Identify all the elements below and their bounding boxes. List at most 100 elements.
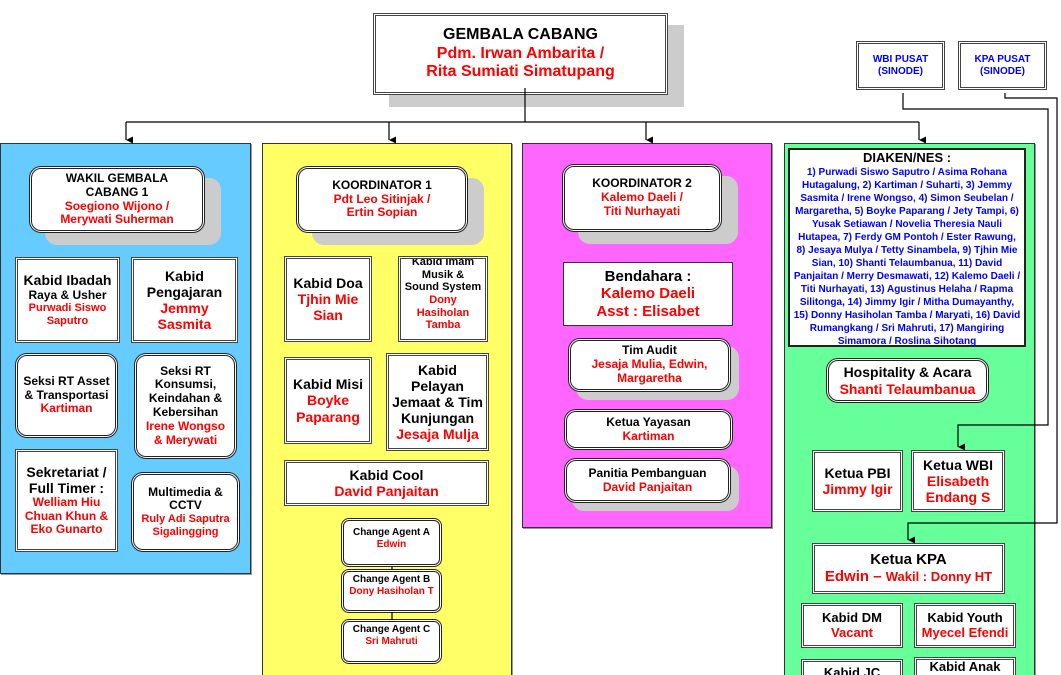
ketua-kpa-wakil: Wakil : Donny HT — [885, 568, 993, 584]
koordinator-1-name-2: Ertin Sopian — [346, 205, 418, 220]
kabid-imam-musik-title-1: Kabid Imam — [411, 256, 475, 268]
ketua-pbi-box: Ketua PBI Jimmy Igir — [812, 450, 903, 512]
bendahara-name-2: Asst : Elisabet — [596, 302, 700, 320]
change-agent-a-box: Change Agent A Edwin — [341, 518, 442, 567]
kabid-pelayan-name: Jesaja Mulja — [396, 426, 479, 443]
kabid-youth-name: Myecel Efendi — [921, 624, 1009, 640]
sekretariat-name-2: Chuan Khun & — [24, 508, 109, 523]
ketua-yayasan-title: Ketua Yayasan — [606, 414, 691, 429]
kabid-imam-musik-name-3: Tamba — [425, 319, 461, 332]
koordinator-1-name-1: Pdt Leo Sitinjak / — [333, 191, 431, 206]
kabid-pengajaran-box: Kabid Pengajaran Jemmy Sasmita — [131, 257, 238, 343]
seksi-rt-konsumsi-name-2: & Merywati — [153, 432, 218, 447]
kabid-imam-musik-box: Kabid Imam Musik & Sound System Dony Has… — [398, 256, 488, 342]
gembala-cabang-box: GEMBALA CABANG Pdm. Irwan Ambarita / Rit… — [373, 13, 668, 95]
kabid-pelayan-title-4: Kunjungan — [400, 410, 475, 427]
ketua-wbi-name-1: Elisabeth — [926, 472, 990, 489]
multimedia-box: Multimedia & CCTV Ruly Adi Saputra Sigal… — [131, 472, 240, 552]
kabid-jc-title: Kabid JC — [823, 665, 881, 675]
wakil-gembala-name-1: Soegiono Wijono / — [64, 198, 170, 213]
wakil-gembala-title-2: CABANG 1 — [85, 184, 149, 199]
kabid-cool-name: David Panjaitan — [334, 483, 439, 499]
kabid-ibadah-title-2: Raya & Usher — [28, 287, 107, 302]
kabid-imam-musik-name-1: Dony — [429, 293, 457, 306]
kabid-imam-musik-title-2: Musik & — [421, 268, 465, 281]
kabid-imam-musik-title-3: Sound System — [404, 281, 482, 294]
panitia-pembangunan-name: David Panjaitan — [602, 479, 693, 494]
hospitality-name: Shanti Telaumbanua — [839, 380, 976, 397]
kabid-anak-title: Kabid Anak — [929, 659, 1001, 674]
change-agent-c-box: Change Agent C Sri Mahruti — [341, 619, 442, 664]
kabid-youth-box: Kabid Youth Myecel Efendi — [914, 603, 1016, 648]
seksi-rt-asset-title-1: Seksi RT Asset — [23, 373, 110, 388]
kabid-ibadah-title-1: Kabid Ibadah — [23, 272, 112, 289]
kabid-jc-box: Kabid JC — [801, 659, 903, 675]
kabid-ibadah-box: Kabid Ibadah Raya & Usher Purwadi Siswo … — [15, 257, 120, 343]
gembala-cabang-name-1: Pdm. Irwan Ambarita / — [436, 44, 605, 62]
kabid-doa-name-2: Sian — [313, 307, 343, 324]
wakil-gembala-title-1: WAKIL GEMBALA — [65, 170, 169, 185]
koordinator-2-name-2: Titi Nurhayati — [603, 203, 681, 218]
ketua-kpa-box: Ketua KPA Edwin – Wakil : Donny HT — [812, 543, 1005, 594]
ketua-pbi-title: Ketua PBI — [824, 464, 891, 481]
hospitality-box: Hospitality & Acara Shanti Telaumbanua — [826, 358, 989, 403]
kabid-misi-box: Kabid Misi Boyke Paparang — [284, 357, 372, 444]
ketua-wbi-box: Ketua WBI Elisabeth Endang S — [911, 450, 1005, 512]
kabid-dm-box: Kabid DM Vacant — [801, 603, 903, 648]
seksi-rt-konsumsi-title-1: Seksi RT — [160, 363, 211, 378]
tim-audit-name-2: Margaretha — [617, 370, 682, 385]
kabid-misi-name-2: Paparang — [296, 408, 360, 425]
wbi-pusat-line1: WBI PUSAT — [872, 54, 929, 65]
tim-audit-box: Tim Audit Jesaja Mulia, Edwin, Margareth… — [568, 338, 731, 392]
change-agent-c-name: Sri Mahruti — [365, 635, 418, 647]
koordinator-1-box: KOORDINATOR 1 Pdt Leo Sitinjak / Ertin S… — [296, 166, 468, 233]
ketua-kpa-title: Ketua KPA — [870, 550, 947, 568]
ketua-yayasan-name: Kartiman — [622, 428, 675, 443]
kabid-youth-title: Kabid Youth — [927, 609, 1003, 625]
kabid-pengajaran-title-1: Kabid — [165, 267, 204, 284]
change-agent-b-box: Change Agent B Dony Hasiholan T — [341, 569, 442, 613]
koordinator-2-box: KOORDINATOR 2 Kalemo Daeli / Titi Nurhay… — [562, 164, 722, 232]
kpa-pusat-line2: (SINODE) — [980, 65, 1025, 77]
multimedia-title-1: Multimedia & — [148, 484, 223, 499]
kabid-cool-box: Kabid Cool David Panjaitan — [284, 460, 489, 506]
seksi-rt-konsumsi-title-4: Kebersihan — [152, 405, 219, 419]
kabid-doa-title: Kabid Doa — [293, 274, 363, 291]
sekretariat-title-1: Sekretariat / — [26, 463, 107, 480]
sekretariat-name-3: Eko Gunarto — [30, 522, 103, 537]
kabid-pelayan-title-2: Pelayan — [411, 377, 464, 394]
seksi-rt-konsumsi-box: Seksi RT Konsumsi, Keindahan & Kebersiha… — [134, 353, 237, 459]
kabid-doa-name-1: Tjhin Mie — [297, 290, 359, 307]
multimedia-name-2: Sigalingging — [152, 525, 219, 538]
change-agent-b-title: Change Agent B — [352, 574, 431, 585]
kabid-pelayan-box: Kabid Pelayan Jemaat & Tim Kunjungan Jes… — [386, 353, 489, 451]
change-agent-b-name: Dony Hasiholan T — [349, 585, 434, 597]
hospitality-title: Hospitality & Acara — [843, 364, 972, 381]
change-agent-c-title: Change Agent C — [352, 624, 431, 635]
seksi-rt-asset-title-2: & Transportasi — [24, 387, 109, 402]
kabid-pengajaran-title-2: Pengajaran — [146, 283, 223, 300]
seksi-rt-konsumsi-title-2: Konsumsi, — [154, 377, 217, 392]
wbi-pusat-line2: (SINODE) — [878, 65, 923, 77]
diaken-box: DIAKEN/NES : 1) Purwadi Siswo Saputro / … — [788, 148, 1026, 347]
wakil-gembala-name-2: Merywati Suherman — [60, 212, 174, 227]
wakil-gembala-box: WAKIL GEMBALA CABANG 1 Soegiono Wijono /… — [29, 166, 205, 233]
ketua-yayasan-box: Ketua Yayasan Kartiman — [564, 409, 733, 450]
kabid-ibadah-name-2: Saputro — [46, 314, 89, 327]
kabid-pengajaran-name-2: Sasmita — [157, 316, 212, 333]
kabid-pelayan-title-1: Kabid — [418, 361, 457, 378]
kabid-doa-box: Kabid Doa Tjhin Mie Sian — [284, 256, 372, 342]
ketua-wbi-name-2: Endang S — [925, 489, 991, 506]
bendahara-name-1: Kalemo Daeli — [600, 285, 696, 303]
kabid-anak-box: Kabid Anak — [914, 657, 1016, 675]
tim-audit-title: Tim Audit — [622, 343, 677, 358]
ketua-kpa-name: Edwin – — [824, 567, 886, 585]
gembala-cabang-title: GEMBALA CABANG — [443, 26, 598, 44]
change-agent-a-title: Change Agent A — [352, 527, 431, 538]
kpa-pusat-line1: KPA PUSAT — [974, 54, 1031, 65]
tim-audit-name-1: Jesaja Mulia, Edwin, — [591, 357, 708, 372]
koordinator-1-title: KOORDINATOR 1 — [332, 177, 432, 192]
kabid-pelayan-title-3: Jemaat & Tim — [392, 393, 483, 410]
sekretariat-name-1: Welliam Hiu — [32, 494, 101, 509]
kabid-dm-name: Vacant — [831, 624, 873, 640]
